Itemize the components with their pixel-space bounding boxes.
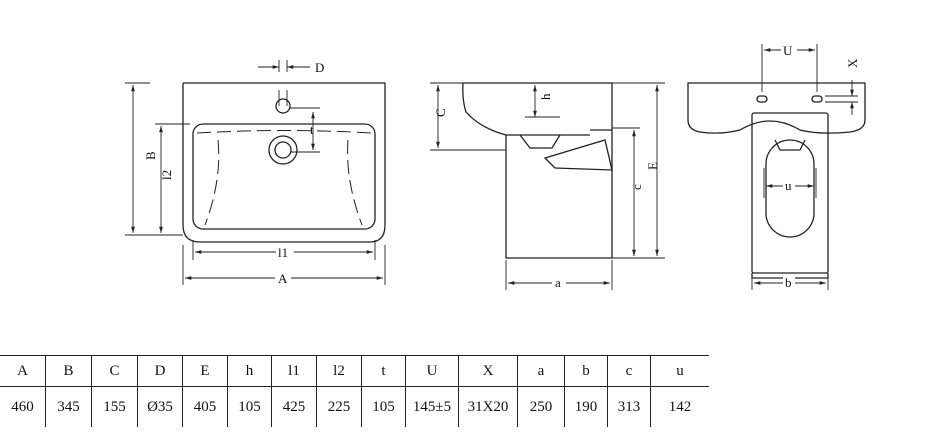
label-D: D (315, 60, 324, 75)
header-cell: B (45, 355, 92, 387)
tap-hole (275, 98, 291, 114)
label-A: A (278, 271, 288, 286)
top-view: D t B l2 l1 A (125, 60, 386, 286)
label-b: b (785, 275, 792, 290)
label-u: u (785, 178, 792, 193)
value-cell: 105 (361, 386, 406, 427)
dimensions-table: A B C D E h l1 l2 t U X a b c u 460 345 … (0, 355, 709, 427)
header-cell: l2 (316, 355, 362, 387)
header-cell: A (0, 355, 46, 387)
header-cell: t (361, 355, 406, 387)
label-B: B (143, 151, 158, 160)
label-E: E (645, 162, 660, 170)
header-cell: c (607, 355, 651, 387)
value-cell: 105 (227, 386, 272, 427)
drain-icon (274, 141, 292, 159)
header-cell: u (650, 355, 709, 387)
value-cell: 425 (271, 386, 317, 427)
label-l1: l1 (278, 245, 288, 260)
front-view: U X u b (687, 43, 866, 290)
label-C: C (433, 108, 448, 117)
label-h: h (538, 93, 553, 100)
label-t: t (310, 122, 314, 137)
header-cell: E (182, 355, 228, 387)
label-c: c (629, 184, 644, 190)
value-cell: 250 (517, 386, 565, 427)
tap-hole-left (756, 95, 768, 103)
header-cell: b (564, 355, 608, 387)
value-cell: 460 (11, 398, 34, 415)
value-cell: Ø35 (137, 386, 183, 427)
table-header-row: A B C D E h l1 l2 t U X a b c u (0, 355, 709, 387)
value-cell: 190 (564, 386, 608, 427)
value-cell: 145±5 (405, 386, 459, 427)
label-l2: l2 (159, 170, 174, 180)
value-cell: 405 (182, 386, 228, 427)
tap-hole-right (811, 95, 823, 103)
header-cell: l1 (271, 355, 317, 387)
value-cell: 155 (91, 386, 138, 427)
technical-drawing: D t B l2 l1 A C h E c (125, 43, 866, 290)
value-cell: 31X20 (458, 386, 518, 427)
header-cell: X (458, 355, 518, 387)
header-cell: a (517, 355, 565, 387)
value-cell: 142 (650, 386, 709, 427)
label-X: X (845, 58, 860, 68)
header-cell: C (91, 355, 138, 387)
label-U: U (783, 43, 793, 58)
label-a: a (555, 275, 561, 290)
header-cell: D (137, 355, 183, 387)
side-view: C h E c a (430, 82, 665, 290)
header-cell: U (405, 355, 459, 387)
value-cell: 313 (607, 386, 651, 427)
value-cell: 225 (316, 386, 362, 427)
header-cell: h (227, 355, 272, 387)
table-values-row: 460 345 155 Ø35 405 105 425 225 105 145±… (0, 386, 709, 427)
value-cell: 345 (45, 386, 92, 427)
